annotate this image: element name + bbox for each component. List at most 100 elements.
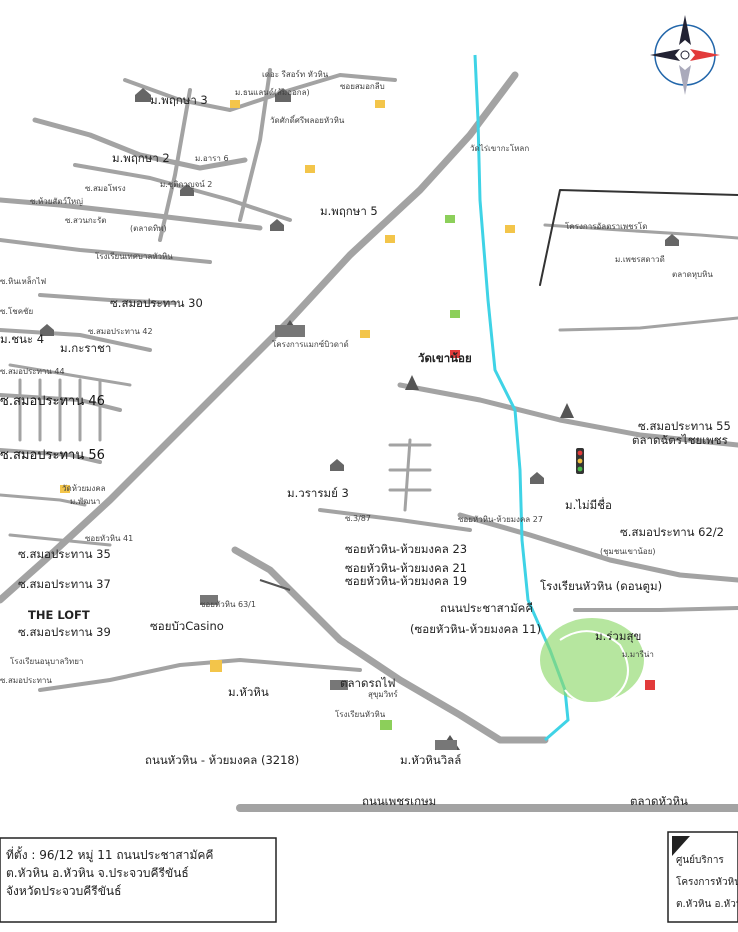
label-wat-khao-noi: วัดเขาน้อย (418, 351, 472, 365)
park-area (540, 618, 644, 702)
label-moo-pruksa-2: ม.พฤกษา 2 (112, 151, 170, 165)
label-moo-huahin-ville: ม.หัวหินวิลล์ (400, 753, 462, 767)
info-right: ศูนย์บริการ โครงการหัวหิน ต.หัวหิน อ.หัว… (676, 850, 738, 916)
house-icon (40, 88, 679, 484)
label-moo-ara-6: ม.อารา 6 (195, 154, 229, 163)
label-moo-thanaland: ม.ธนแลนด์(ส้มออกล) (235, 88, 310, 97)
grid-left (18, 378, 102, 442)
label-moo-pruksa-5: ม.พฤกษา 5 (320, 204, 378, 218)
label-talad-chatchai: ตลาดฉัตรไชยเพชร (632, 433, 728, 447)
info-left: ที่ตั้ง : 96/12 หมู่ 11 ถนนประชาสามัคคี … (6, 846, 213, 900)
label-wat-sak-sri: วัดศักดิ์ศรีพลอยหัวหิน (270, 116, 345, 125)
info-right-line1: ศูนย์บริการ (676, 855, 724, 866)
road-mid-8 (8, 533, 112, 547)
label-soi-sop-39: ซ.สมอประทาน 39 (18, 625, 111, 639)
label-soi-sop-37: ซ.สมอประทาน 37 (18, 577, 111, 591)
label-soi-huahin-23: ซอยหัวหิน-ห้วยมงคล 23 (345, 542, 468, 556)
label-soi-casino: ซอยบัวCasino (150, 619, 224, 633)
label-soi-huahin-11: (ซอยหัวหิน-ห้วยมงคล 11) (410, 622, 542, 636)
label-moo-ruam-suk: ม.ร่วมสุข (595, 629, 642, 643)
compass-icon (650, 15, 720, 95)
road-to-wararom (318, 508, 472, 532)
road-right-4 (457, 512, 738, 583)
info-left-line2: ต.หัวหิน อ.หัวหิน จ.ประจวบคีรีขันธ์ (6, 866, 189, 880)
park-path (559, 630, 629, 705)
label-soi-huahin-21: ซอยหัวหิน-ห้วยมงคล 21 (345, 561, 468, 575)
road-mid-4 (8, 363, 132, 387)
info-right-line3: ต.หัวหิน อ.หัวหิน (676, 899, 738, 910)
label-talad-rot-fai: ตลาดรถไฟ (340, 676, 396, 690)
road-right-2 (543, 223, 738, 240)
road-right-box (539, 189, 738, 286)
road-top-1 (32, 117, 248, 171)
label-school-thesaban: โรงเรียนเทศบาลหัวหิน (95, 252, 173, 261)
label-soi-hin-lek-fai: ซ.หินเหล็กไฟ (0, 277, 47, 286)
main-road-diagonal (0, 71, 519, 604)
info-right-line2: โครงการหัวหิน (676, 877, 738, 888)
road-curve-lower (231, 546, 549, 744)
road-mid-7 (0, 493, 87, 507)
label-chumchon-khao-noi: (ชุมชนเขาน้อย) (600, 547, 656, 556)
label-soi-suan-karat: ซ.สวนกะรัต (65, 216, 107, 225)
label-talad-thip: (ตลาดทิพ) (130, 224, 167, 233)
label-project-max: โครงการแมกซ์บิวดาด์ (272, 340, 349, 349)
label-thanon-huahin-mongkol: ถนนหัวหิน - ห้วยมงคล (3218) (145, 753, 300, 767)
road-mid-3 (0, 328, 152, 352)
road-mid-2 (38, 293, 177, 305)
label-soi-sop-55: ซ.สมอประทาน 55 (638, 419, 731, 433)
label-moo-phet-sadawadee: ม.เพชรสดาวดี (615, 255, 665, 264)
label-soi-sop-44: ซ.สมอประทาน 44 (0, 367, 65, 376)
grid-mid (388, 438, 432, 512)
info-left-line3: จังหวัดประจวบคีรีขันธ์ (6, 884, 122, 898)
road-vertical-b (158, 88, 192, 242)
label-soi-chokchai: ซ.โชคชัย (0, 307, 34, 316)
label-soi-samok-lip: ซอยสมอกลีบ (340, 82, 385, 91)
traffic-light-icon (576, 448, 584, 474)
label-moo-chutikan: ม.ชุติกาญจน์ 2 (160, 180, 213, 189)
label-wat-rai-khao: วัดไร่เขากะโหลก (470, 144, 530, 153)
label-soi-sop-46: ซ.สมอประทาน 46 (0, 394, 105, 409)
label-moo-pattana: ม.พัฒนา (70, 497, 101, 506)
label-thanon-pracha-samakkee: ถนนประชาสามัคคี (440, 601, 534, 615)
info-box-right-corner (672, 836, 690, 856)
label-soi-3-87: ซ.3/87 (345, 514, 371, 523)
label-moo-pruksa-3: ม.พฤกษา 3 (150, 93, 208, 107)
label-soi-huahin-19: ซอยหัวหิน-ห้วยมงคล 19 (345, 574, 468, 588)
label-moo-karacha: ม.กะราชา (60, 341, 112, 355)
road-network (0, 68, 738, 812)
label-thanon-phetkasem: ถนนเพชรเกษม (362, 794, 437, 808)
road-right-3 (558, 316, 738, 332)
shop-icon (60, 100, 655, 730)
road-top-3 (0, 197, 263, 231)
label-project-ultra: โครงการอัลตราเพชรโด (565, 222, 648, 231)
label-soi-huay-sat-yai: ซ.ห้วยสัตว์ใหญ่ (30, 197, 83, 206)
label-soi-samok-phrong: ซ.สมอโพรง (85, 184, 126, 193)
label-moo-chana-4: ม.ชนะ 4 (0, 332, 45, 346)
info-left-line1: ที่ตั้ง : 96/12 หมู่ 11 ถนนประชาสามัคคี (6, 848, 214, 862)
label-school-huahin: โรงเรียนหัวหิน (ดอนตูม) (540, 579, 663, 593)
railway (259, 579, 291, 591)
label-moo-huahin: ม.หัวหิน (228, 685, 269, 699)
label-soi-sop-35: ซ.สมอประทาน 35 (18, 547, 111, 561)
label-wat-huay-mongkol: วัดห้วยมงคล (62, 484, 106, 493)
road-right-5 (573, 606, 738, 612)
road-vertical-a (238, 68, 272, 222)
road-mid-6 (0, 448, 102, 464)
label-soi-huahin-63: ซอยหัวหิน 63/1 (200, 600, 256, 609)
label-moo-wararom: ม.วรารมย์ 3 (287, 486, 349, 500)
label-school-huahin-2: โรงเรียนหัวหิน (335, 710, 386, 719)
road-mid-1 (0, 238, 212, 264)
label-talad-hup-hin: ตลาดหุบหิน (672, 270, 713, 279)
label-talad-huahin: ตลาดหัวหิน (630, 794, 688, 808)
road-lower-left (38, 658, 362, 692)
label-the-loft: THE LOFT (28, 608, 90, 622)
label-moo-mai-me-chue: ม.ไม่มีชื่อ (565, 498, 612, 512)
info-box-left (0, 837, 277, 923)
label-soi-huahin-27: ซอยหัวหิน-ห้วยมงคล 27 (458, 515, 543, 524)
label-sukhumvit: สุขุมวิทร์ (368, 690, 398, 699)
label-soi-sop-62-2: ซ.สมอประทาน 62/2 (620, 525, 724, 539)
label-the-resort: เดอะ รีสอร์ท หัวหิน (262, 70, 329, 79)
label-soi-sop-56: ซ.สมอประทาน 56 (0, 448, 105, 463)
road-cross-1 (123, 73, 397, 112)
